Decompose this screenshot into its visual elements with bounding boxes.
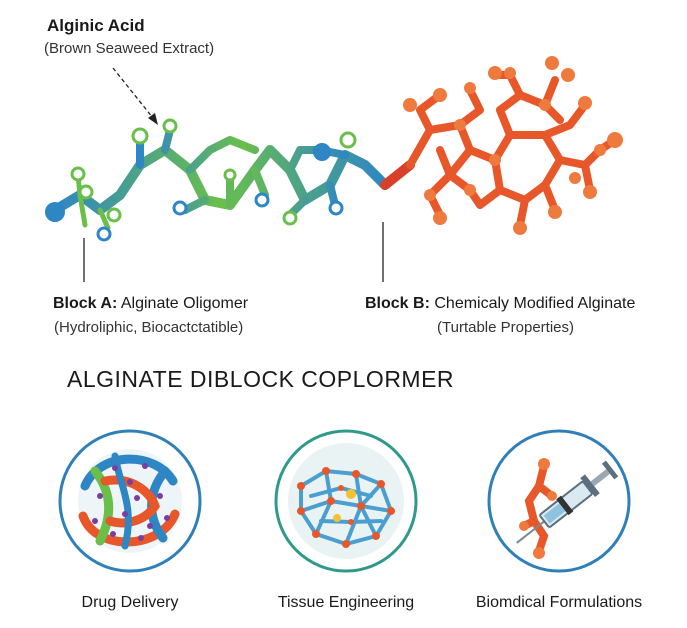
pointer-arrow [112, 67, 158, 125]
hydrogel-scaffold-icon [274, 429, 418, 573]
molecule-title: Alginic Acid [47, 16, 145, 35]
block-a-atoms [45, 118, 357, 242]
application-label-drug-delivery: Drug Delivery [81, 594, 179, 611]
block-b-atoms [403, 56, 623, 235]
section-heading: ALGINATE DIBLOCK COPLORMER [67, 366, 455, 392]
application-label-biomedical-formulations: Biomdical Formulations [475, 594, 643, 611]
block-b-prefix: Block B: [365, 295, 430, 312]
block-a-properties: (Hydroliphic, Biocactctatible) [54, 319, 244, 336]
block-b-properties: (Turtable Properties) [437, 319, 574, 336]
block-a-name: Alginate Oligomer [120, 295, 249, 312]
syringe-icon [487, 429, 631, 573]
block-b-label: Block B: Chemicaly Modified Alginate [365, 295, 635, 313]
block-a-prefix: Block A: [53, 295, 118, 312]
molecule-subtitle: (Brown Seaweed Extract) [44, 40, 215, 57]
application-label-tissue-engineering: Tissue Engineering [277, 594, 415, 611]
block-b-name: Chemicaly Modified Alginate [434, 295, 636, 312]
alginate-molecule-illustration [45, 56, 623, 282]
block-a-label: Block A: Alginate Oligomer [53, 295, 248, 313]
nanoparticle-icon [58, 429, 202, 573]
